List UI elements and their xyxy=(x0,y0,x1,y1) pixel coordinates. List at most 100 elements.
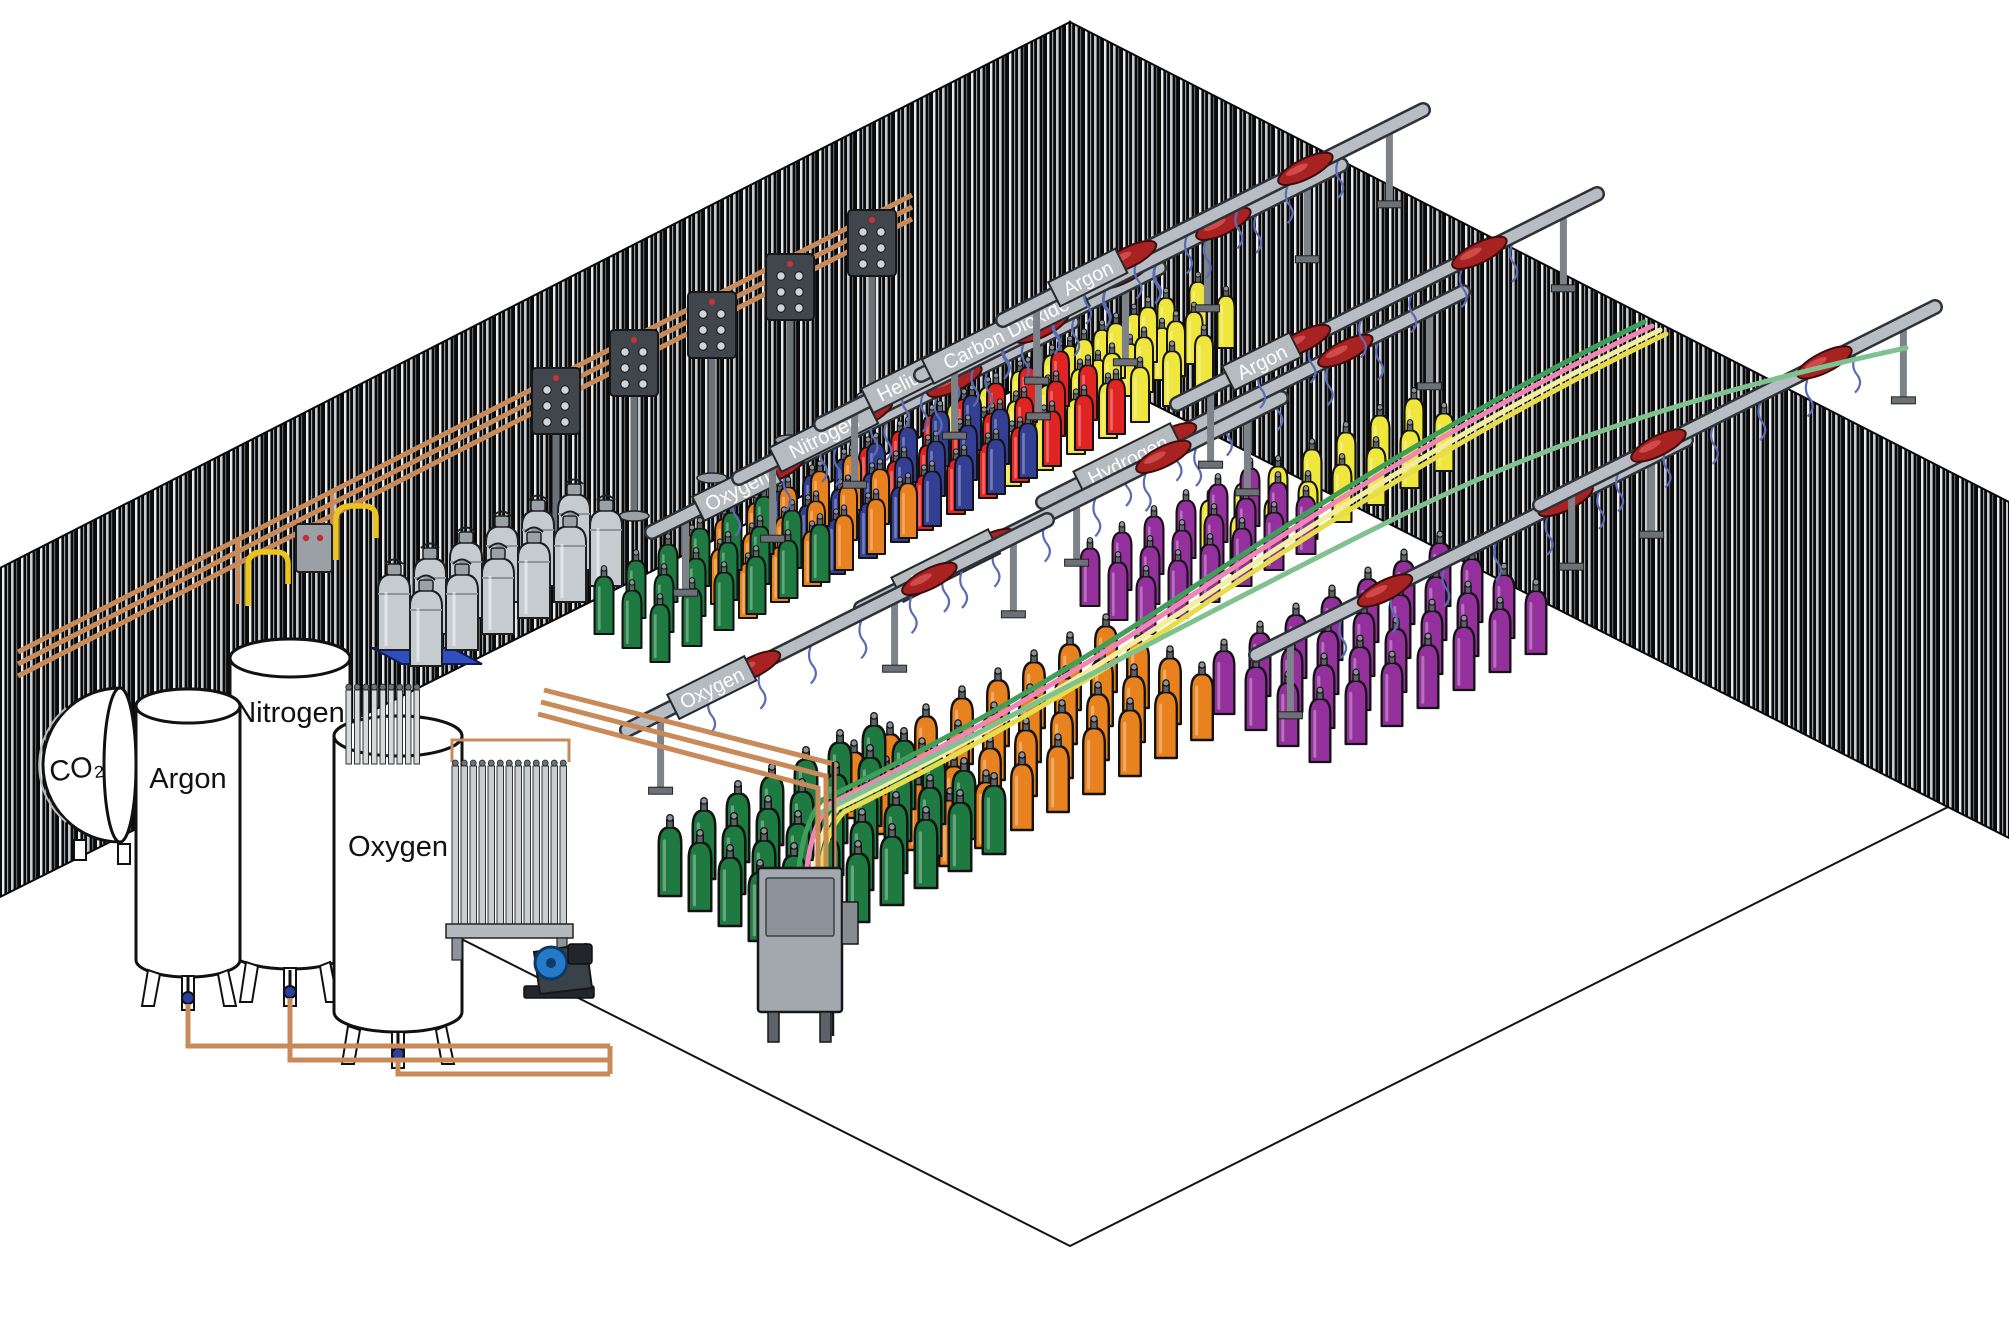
argon-storage-tank: Argon xyxy=(134,687,242,1011)
pigtail-hose xyxy=(832,445,842,487)
tank-farm: CO₂ Nitrogen Argon xyxy=(38,637,613,1077)
yellow-fill-loop xyxy=(333,503,379,560)
pigtail-hose xyxy=(1335,157,1345,199)
nitrogen-storage-tank: Nitrogen xyxy=(228,637,352,1007)
panel-port xyxy=(858,227,868,237)
pigtail-hose xyxy=(1202,237,1212,279)
pigtail-hose xyxy=(1757,399,1767,441)
oxygen-storage-tank: Oxygen xyxy=(332,714,464,1069)
pigtail-hose xyxy=(807,643,817,685)
pigtail-hose xyxy=(1662,447,1672,489)
panel-port xyxy=(638,347,648,357)
panel-port xyxy=(698,341,708,351)
panel-port xyxy=(876,227,886,237)
transfer-pump xyxy=(523,942,595,999)
transfer-hoses xyxy=(795,319,1909,877)
nitrogen-tank-label: Nitrogen xyxy=(235,697,345,729)
panel-port xyxy=(776,287,786,297)
fill-header xyxy=(1317,333,1374,368)
pigtail-hose xyxy=(919,391,929,433)
manifold-panel-3 xyxy=(687,291,737,484)
hose-pink xyxy=(803,323,1655,877)
control-cabinet xyxy=(756,866,859,1043)
pigtail-hose xyxy=(1389,591,1399,633)
pigtail-hose xyxy=(959,567,969,609)
pigtail-hose xyxy=(984,369,994,411)
pigtail-hose xyxy=(858,617,868,660)
panel-port xyxy=(858,243,868,253)
pigtail-hose xyxy=(1408,291,1418,334)
fill-rail-argon-right: Argon xyxy=(1169,186,1605,469)
front-corner-equipment xyxy=(537,687,859,1043)
pigtail-hose xyxy=(1324,364,1334,406)
pigtail-hose xyxy=(782,470,792,512)
fill-header xyxy=(901,561,958,596)
panel-port xyxy=(560,417,570,427)
panel-port xyxy=(876,259,886,269)
panel-port xyxy=(542,401,552,411)
tube-bundle-2 xyxy=(345,683,421,765)
tube-bundle-racks xyxy=(345,683,574,961)
pigtail-hose xyxy=(1509,241,1519,283)
panel-port xyxy=(794,287,804,297)
pigtail-hose xyxy=(1193,445,1203,487)
pigtail-hose xyxy=(1142,470,1152,512)
pigtail-hose xyxy=(1253,212,1263,254)
pigtail-hose xyxy=(757,668,767,710)
panel-port xyxy=(776,271,786,281)
pigtail-hose xyxy=(1234,207,1244,250)
pigtail-hose xyxy=(1307,342,1317,384)
pigtail-hose xyxy=(1375,339,1385,381)
panel-port xyxy=(542,385,552,395)
panel-port xyxy=(638,379,648,389)
fill-rail-argon-rear: Argon xyxy=(995,102,1431,385)
yellow-fill-loop xyxy=(245,549,291,606)
pigtail-hose xyxy=(1338,617,1348,659)
control-box xyxy=(295,523,333,573)
panel-port xyxy=(620,347,630,357)
panel-port xyxy=(620,363,630,373)
pigtail-hose xyxy=(1020,340,1030,382)
pigtail-hose xyxy=(1357,317,1367,359)
hose-yellow xyxy=(817,331,1669,877)
pigtail-hose xyxy=(970,365,980,408)
indicator-light xyxy=(302,534,310,542)
panel-port xyxy=(698,325,708,335)
panel-port xyxy=(716,341,726,351)
pigtail-hose xyxy=(1615,470,1625,513)
co2-storage-tank: CO₂ xyxy=(38,686,138,865)
pigtail-hose xyxy=(1804,375,1814,418)
pigtail-hose xyxy=(908,592,918,634)
co2-tank-label: CO₂ xyxy=(47,749,106,788)
pigtail-hose xyxy=(1441,565,1451,608)
pigtail-hose xyxy=(1092,495,1102,538)
panel-port xyxy=(716,309,726,319)
pigtail-hose xyxy=(1458,266,1468,308)
oxygen-tank-label: Oxygen xyxy=(348,831,448,863)
pigtail-hose xyxy=(1183,233,1193,275)
pigtail-hose xyxy=(1492,540,1502,582)
fill-header xyxy=(1356,573,1414,608)
pigtail-hose xyxy=(1101,288,1111,330)
fill-header xyxy=(1135,439,1192,474)
pigtail-hose xyxy=(883,419,893,462)
pigtail-hose xyxy=(1284,182,1294,224)
panel-port xyxy=(620,379,630,389)
hose-green-long xyxy=(819,345,1909,815)
panel-port xyxy=(560,385,570,395)
panel-port xyxy=(794,271,804,281)
panel-port xyxy=(716,325,726,335)
pigtail-hose xyxy=(933,394,943,436)
fill-header xyxy=(1451,235,1508,270)
pigtail-hose xyxy=(1544,514,1554,556)
fill-rail xyxy=(1532,299,1943,571)
manifold-panel-4 xyxy=(765,253,815,446)
panel-port xyxy=(858,259,868,269)
panel-port xyxy=(794,303,804,313)
hose-green xyxy=(795,319,1647,877)
fill-header xyxy=(1630,428,1687,463)
hose-pale-yellow xyxy=(811,327,1663,877)
argon-tank-label: Argon xyxy=(149,763,226,795)
manifold-panel-2 xyxy=(609,329,659,522)
